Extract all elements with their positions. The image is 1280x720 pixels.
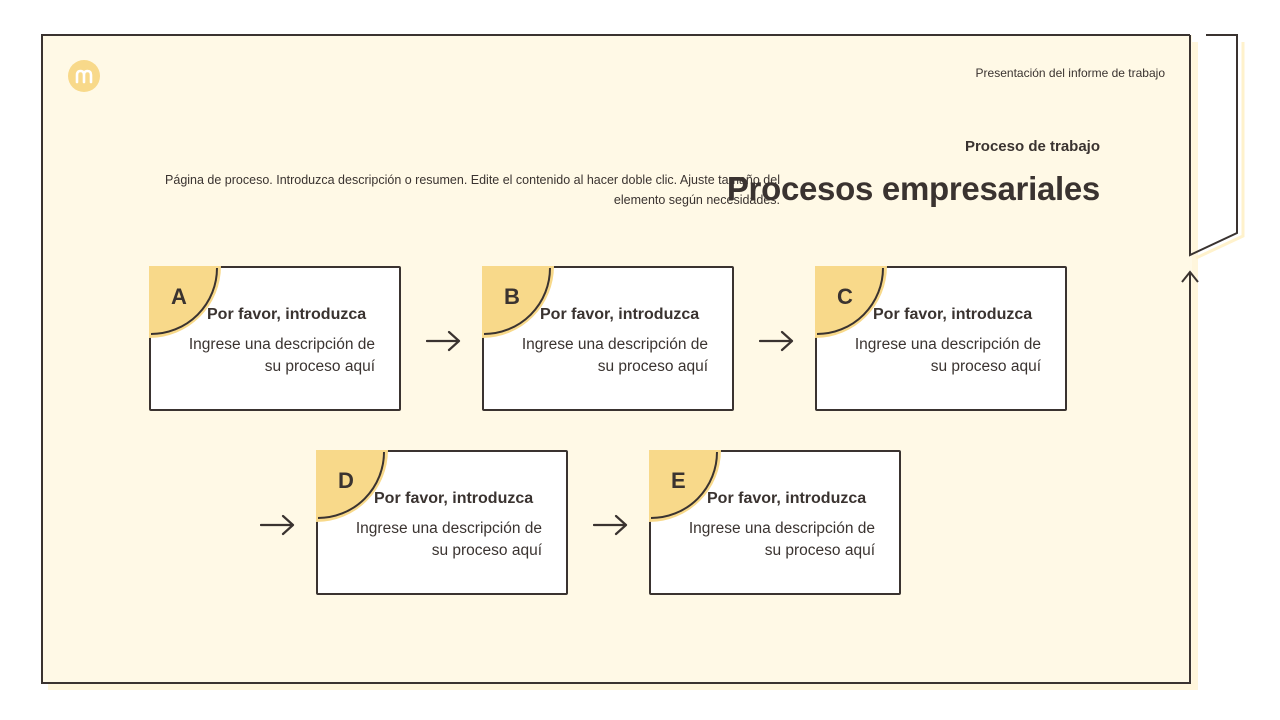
- card-corner-accent: [149, 266, 221, 338]
- card-corner-accent: [815, 266, 887, 338]
- process-card-e[interactable]: E Por favor, introduzca Ingrese una desc…: [649, 450, 901, 595]
- card-description: Ingrese una descripción de su proceso aq…: [688, 520, 875, 559]
- card-corner-accent: [316, 450, 388, 522]
- brand-logo-icon: [68, 60, 100, 92]
- card-title: Por favor, introduzca: [540, 306, 700, 323]
- card-description: Ingrese una descripción de su proceso aq…: [355, 520, 542, 559]
- arrow-right-icon: [260, 514, 295, 536]
- card-description: Ingrese una descripción de su proceso aq…: [521, 336, 708, 375]
- process-card-a[interactable]: A Por favor, introduzca Ingrese una desc…: [149, 266, 401, 411]
- card-letter: C: [837, 284, 853, 309]
- arrow-right-icon: [426, 330, 461, 352]
- card-description: Ingrese una descripción de su proceso aq…: [188, 336, 375, 375]
- card-letter: B: [504, 284, 520, 309]
- process-card-c[interactable]: C Por favor, introduzca Ingrese una desc…: [815, 266, 1067, 411]
- card-letter: D: [338, 468, 354, 493]
- card-title: Por favor, introduzca: [374, 490, 534, 507]
- slide-title: Procesos empresariales: [726, 170, 1100, 207]
- card-letter: E: [671, 468, 686, 493]
- process-card-b[interactable]: B Por favor, introduzca Ingrese una desc…: [482, 266, 734, 411]
- arrow-right-icon: [759, 330, 794, 352]
- card-title: Por favor, introduzca: [707, 490, 867, 507]
- card-title: Por favor, introduzca: [873, 306, 1033, 323]
- process-card-d[interactable]: D Por favor, introduzca Ingrese una desc…: [316, 450, 568, 595]
- card-description: Ingrese una descripción de su proceso aq…: [854, 336, 1041, 375]
- card-title: Por favor, introduzca: [207, 306, 367, 323]
- report-title: Presentación del informe de trabajo: [975, 66, 1165, 80]
- card-corner-accent: [482, 266, 554, 338]
- card-letter: A: [171, 284, 187, 309]
- slide-description: Página de proceso. Introduzca descripció…: [165, 173, 780, 207]
- card-corner-accent: [649, 450, 721, 522]
- slide-subtitle: Proceso de trabajo: [964, 138, 1100, 155]
- arrow-right-icon: [593, 514, 628, 536]
